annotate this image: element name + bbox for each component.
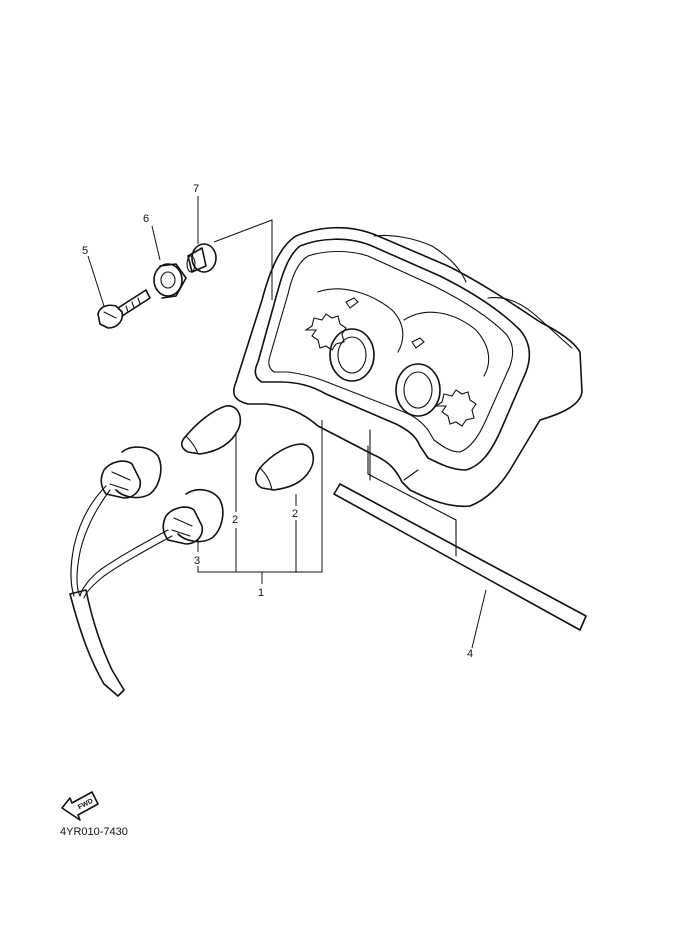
label-2-right: 2	[292, 508, 298, 520]
taillight-housing	[233, 226, 583, 508]
label-4: 4	[467, 648, 473, 660]
lens-strip	[333, 445, 587, 631]
label-5: 5	[82, 245, 88, 257]
fwd-arrow-icon: FWD	[61, 791, 99, 821]
label-3: 3	[194, 555, 200, 567]
part-labels: 1 2 2 3 4 5 6 7	[82, 183, 473, 660]
wire-harness	[69, 485, 173, 697]
collar	[186, 243, 217, 273]
bulb-left	[180, 405, 242, 455]
label-1: 1	[258, 587, 264, 599]
leader-lines	[87, 196, 487, 649]
socket-upper	[100, 446, 162, 499]
label-6: 6	[143, 213, 149, 225]
fwd-text: FWD	[77, 798, 94, 812]
label-2-left: 2	[232, 514, 238, 526]
socket-lower	[162, 488, 224, 545]
diagram-code: 4YR010-7430	[60, 826, 128, 838]
bulb-right	[254, 443, 315, 491]
label-7: 7	[193, 183, 199, 195]
grommet	[153, 263, 187, 299]
screw	[97, 289, 151, 329]
